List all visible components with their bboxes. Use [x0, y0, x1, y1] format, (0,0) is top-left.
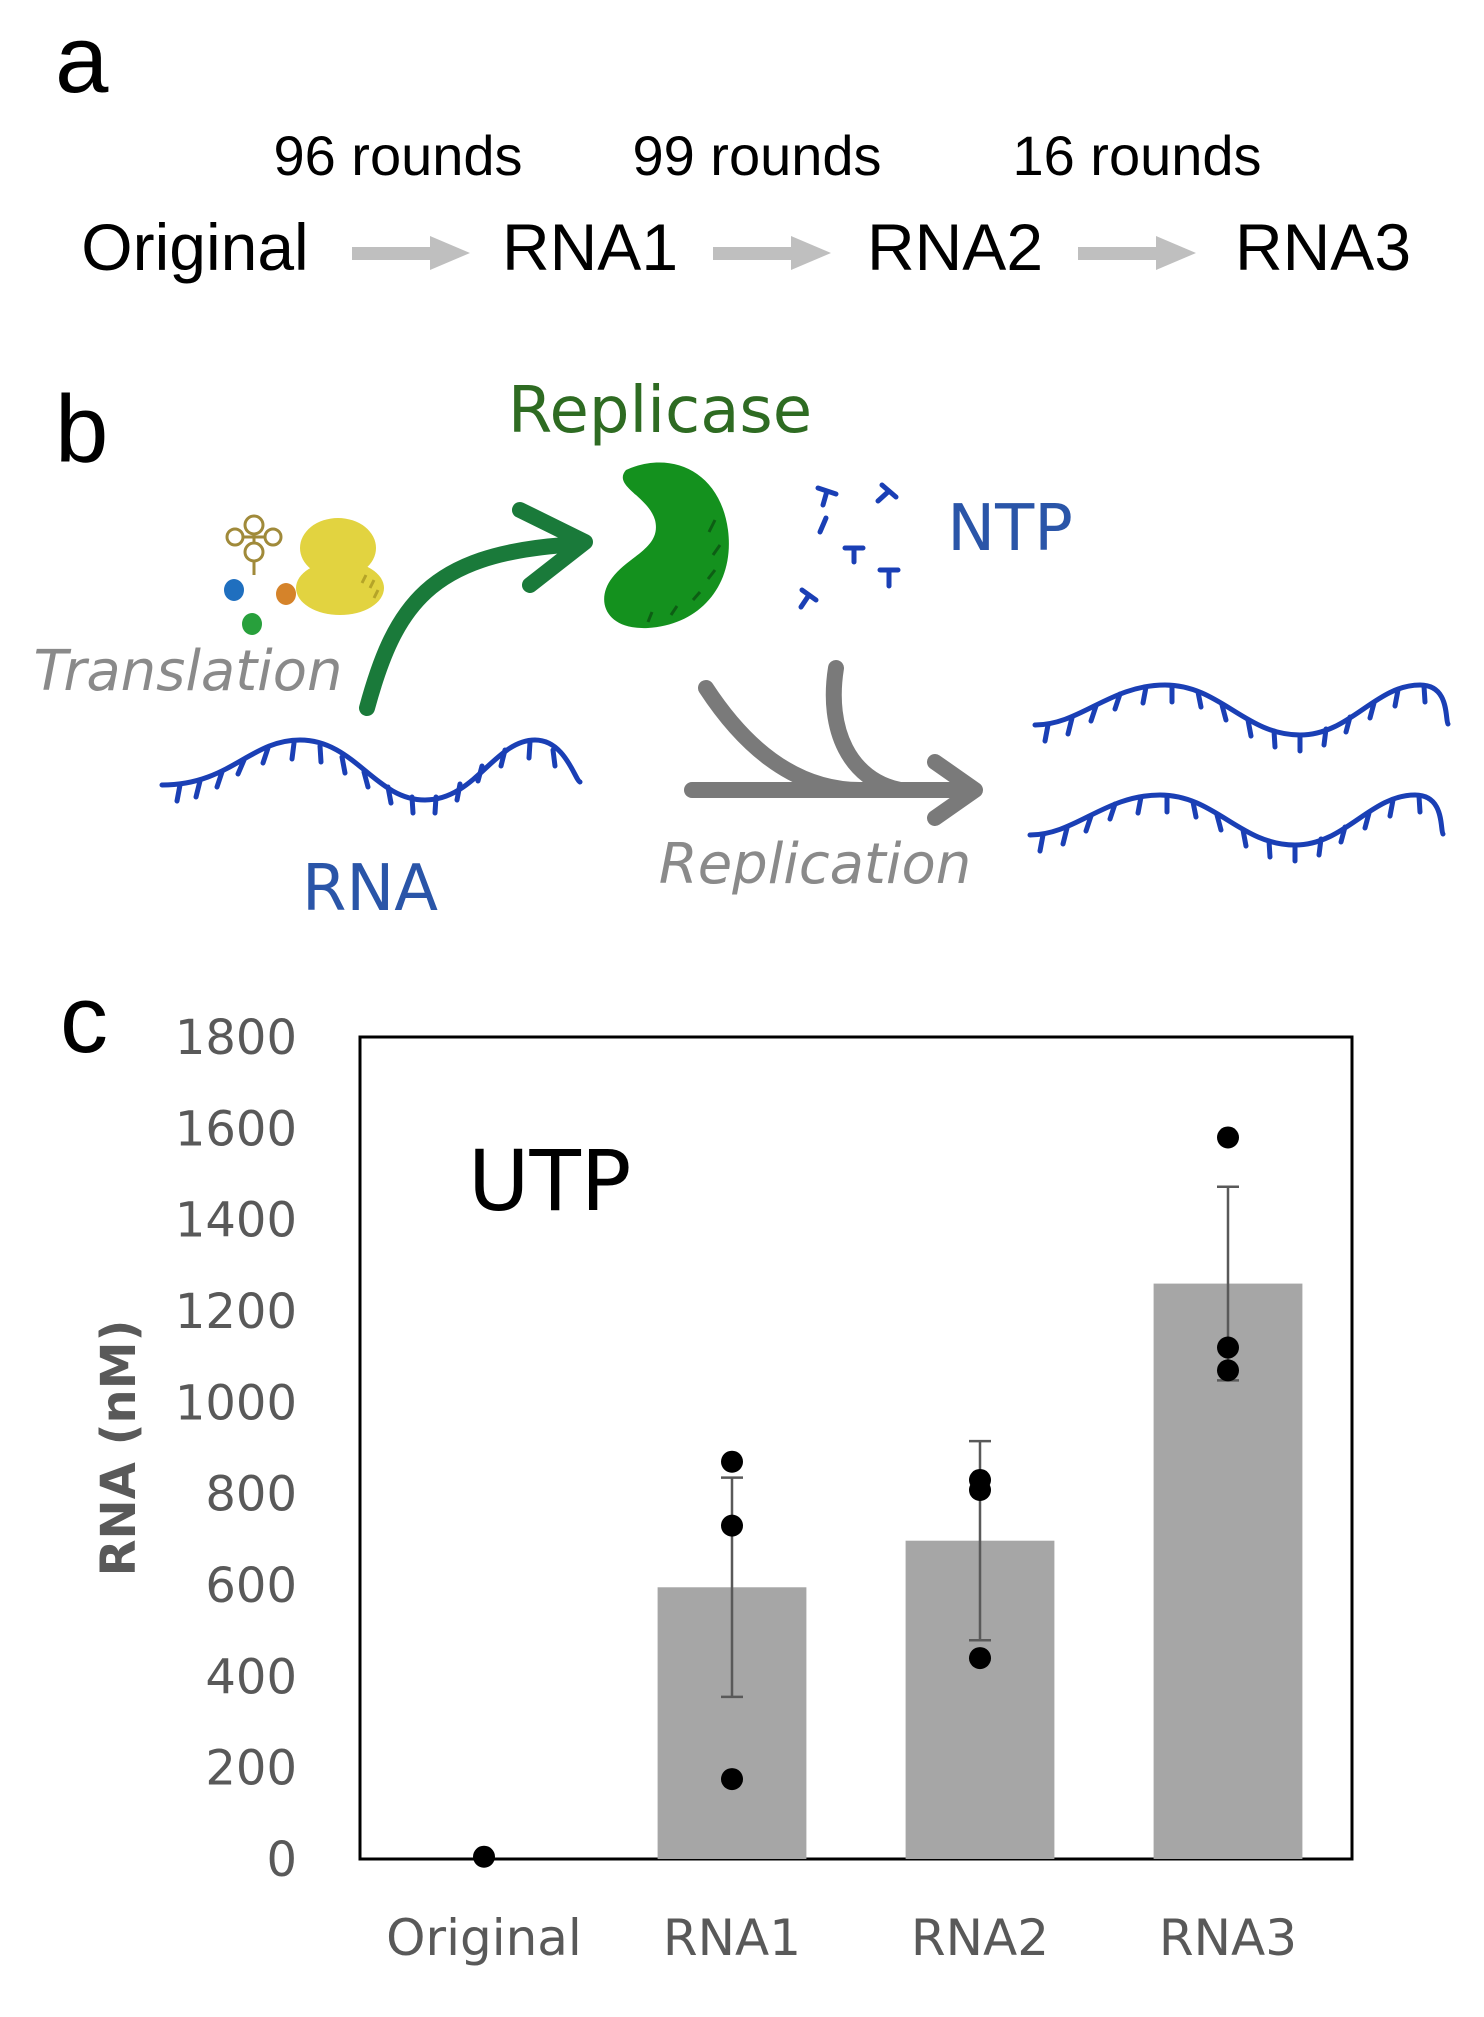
- stage-rna1: RNA1: [502, 210, 678, 284]
- panel-a: a 96 rounds 99 rounds 16 rounds Original…: [55, 6, 1411, 284]
- replicate-points: [473, 1126, 1239, 1868]
- data-point-rna3-2: [1217, 1336, 1239, 1359]
- y-tick-label: 200: [205, 1741, 297, 1797]
- amino-acid-orange-icon: [276, 583, 296, 605]
- y-tick-label: 1200: [175, 1284, 297, 1340]
- trna-icon: [225, 514, 283, 575]
- replicated-rna-icon-1: [1032, 682, 1451, 754]
- rounds-label-3: 16 rounds: [1012, 124, 1261, 187]
- replication-label: Replication: [659, 832, 971, 897]
- data-point-rna3-3: [1217, 1359, 1239, 1382]
- y-tick-label: 800: [205, 1467, 297, 1523]
- rounds-label-2: 99 rounds: [632, 124, 881, 187]
- flow-arrow-2: [713, 236, 831, 270]
- ribosome-icon: [296, 518, 384, 615]
- y-tick-label: 600: [205, 1558, 297, 1614]
- y-tick-label: 1800: [175, 1010, 297, 1066]
- data-point-rna3-1: [1217, 1126, 1239, 1149]
- translation-machinery-icon: [224, 514, 384, 635]
- data-point-rna2-2: [969, 1479, 991, 1502]
- panel-a-label: a: [55, 6, 109, 113]
- flow-arrow-1: [352, 236, 470, 270]
- data-point-rna1-2: [721, 1514, 743, 1537]
- panel-c: c 0 200 400 600 800 1000 1200 1400 1600 1800 Orig…: [60, 966, 1354, 1967]
- x-tick-label-rna3: RNA3: [1159, 1909, 1297, 1967]
- data-point-rna1-3: [721, 1768, 743, 1791]
- stage-rna2: RNA2: [867, 210, 1043, 284]
- panel-b-label: b: [55, 376, 108, 483]
- y-axis-label: RNA (nM): [91, 1320, 147, 1577]
- ntp-icons: [798, 482, 901, 610]
- amino-acid-blue-icon: [224, 579, 244, 601]
- y-tick-label: 1600: [175, 1101, 297, 1157]
- replicase-icon: [604, 462, 729, 629]
- replicated-rna-icon-2: [1027, 792, 1446, 864]
- data-point-rna1-1: [721, 1450, 743, 1473]
- panel-b: b Replicase Translation: [33, 374, 1451, 926]
- plot-area-border: [358, 1035, 1354, 1861]
- data-point-original-1: [473, 1845, 495, 1868]
- translation-label: Translation: [33, 639, 342, 704]
- x-tick-label-rna2: RNA2: [911, 1909, 1049, 1967]
- stage-rna3: RNA3: [1235, 210, 1411, 284]
- rounds-label-1: 96 rounds: [273, 124, 522, 187]
- y-tick-label: 1400: [175, 1193, 297, 1249]
- y-tick-label: 400: [205, 1649, 297, 1705]
- flow-arrow-3: [1078, 236, 1196, 270]
- x-axis-tick-labels: Original RNA1 RNA2 RNA3: [386, 1909, 1297, 1967]
- x-tick-label-original: Original: [386, 1909, 582, 1967]
- chart-title: UTP: [468, 1132, 631, 1230]
- panel-c-label: c: [60, 966, 108, 1073]
- x-tick-label-rna1: RNA1: [663, 1909, 801, 1967]
- ntp-label: NTP: [947, 492, 1073, 566]
- replication-arrow: [684, 660, 983, 826]
- stage-original: Original: [81, 210, 308, 284]
- bar-chart: 0 200 400 600 800 1000 1200 1400 1600 1800 Origin…: [91, 1010, 1354, 1967]
- rna-label: RNA: [302, 852, 438, 926]
- error-bar-rna1: [721, 1476, 743, 1699]
- replicase-label: Replicase: [508, 374, 812, 448]
- y-tick-label: 1000: [175, 1375, 297, 1431]
- y-axis-tick-labels: 0 200 400 600 800 1000 1200 1400 1600 1800: [175, 1010, 297, 1888]
- template-rna-icon: [159, 737, 583, 816]
- translation-arrow: [359, 502, 593, 716]
- amino-acid-green-icon: [242, 613, 262, 635]
- data-point-rna2-3: [969, 1647, 991, 1670]
- y-tick-label: 0: [266, 1832, 297, 1888]
